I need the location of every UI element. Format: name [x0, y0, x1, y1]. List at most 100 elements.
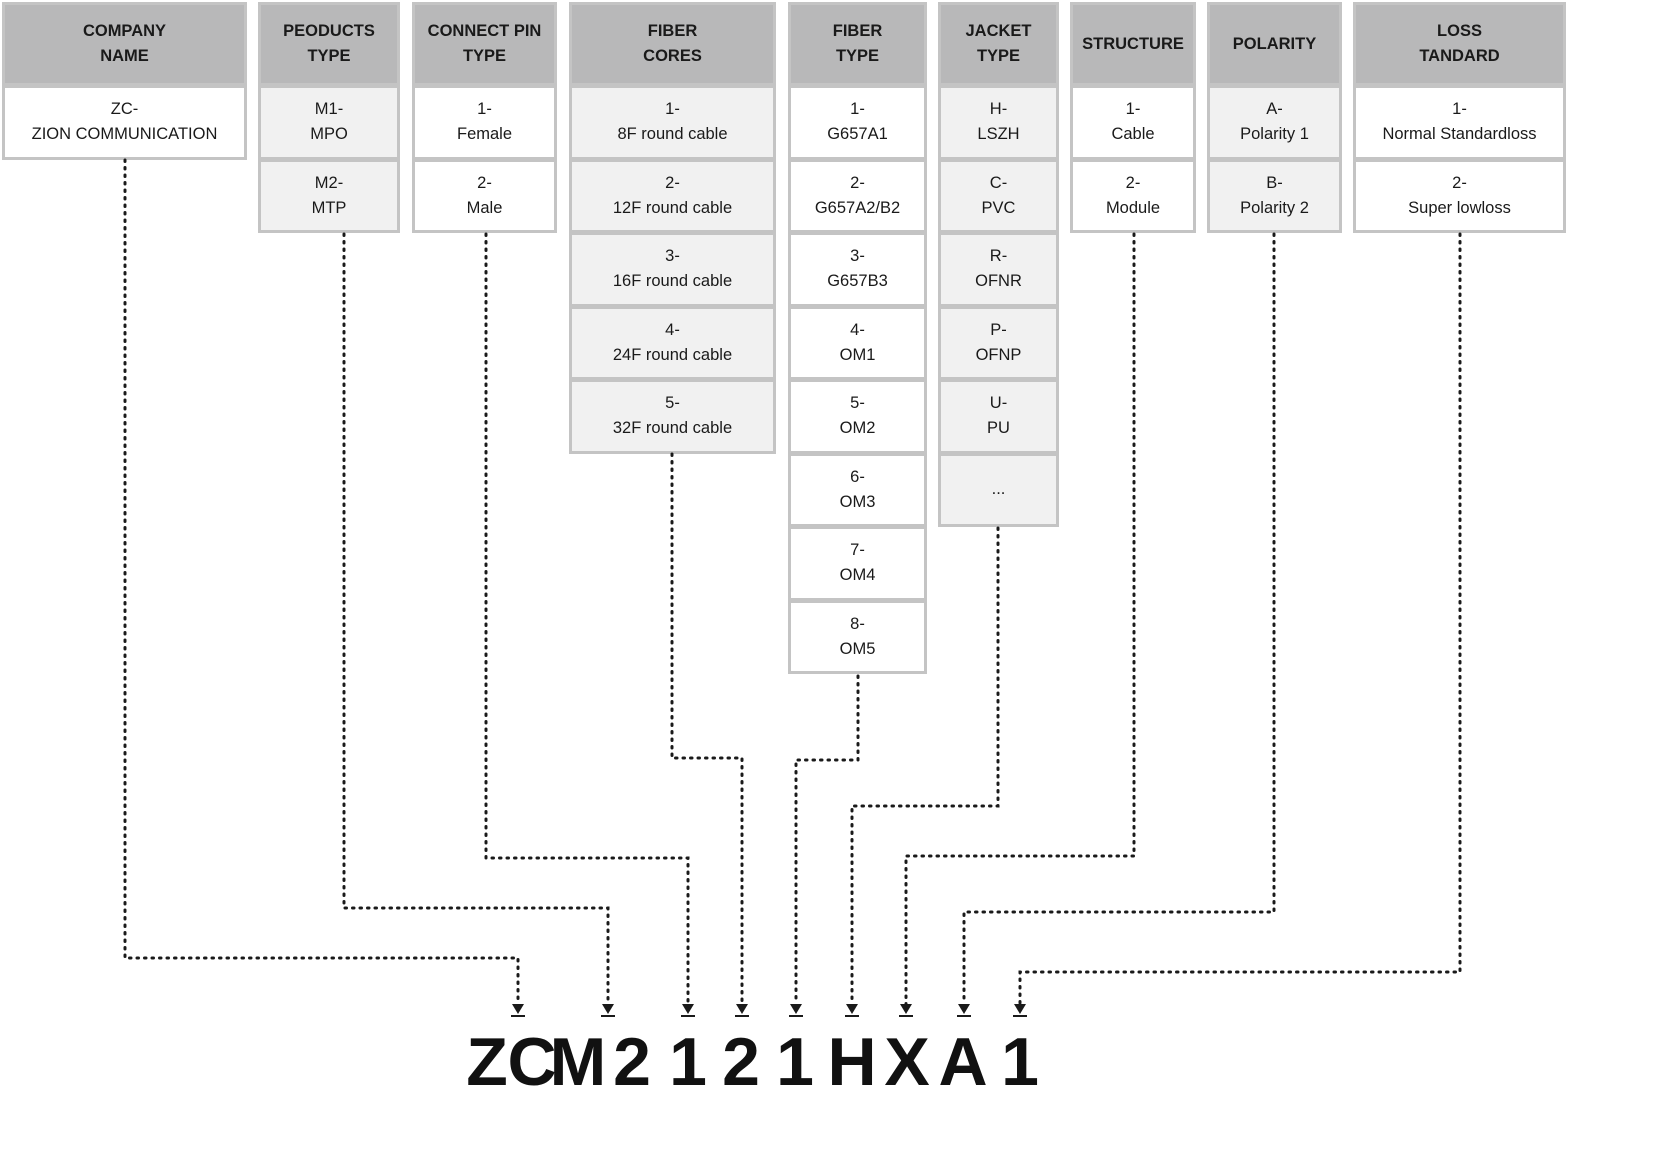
column-header-polarity: POLARITY [1207, 2, 1342, 86]
option-text: 6- [850, 467, 865, 486]
arrow-down-icon [1014, 1004, 1026, 1014]
option-cell-cores: 5-32F round cable [569, 379, 776, 454]
option-text: G657B3 [827, 272, 888, 291]
option-text: 5- [665, 394, 680, 413]
option-cell-fiber: 3-G657B3 [788, 232, 927, 307]
option-cell-jacket: P-OFNP [938, 305, 1059, 380]
option-cell-cores: 2-12F round cable [569, 158, 776, 233]
option-cell-product: M2- MTP [258, 158, 400, 233]
option-cell-polarity: A-Polarity 1 [1207, 85, 1342, 160]
option-text: P- [990, 320, 1007, 339]
code-character: Z [466, 1024, 508, 1100]
option-cell-pin: 1- Female [412, 85, 557, 160]
code-character: 1 [776, 1024, 814, 1100]
connector-pin [484, 232, 690, 1006]
option-cell-fiber: 2-G657A2/B2 [788, 158, 927, 233]
option-text: 1- [1452, 100, 1467, 119]
option-text: U- [989, 394, 1008, 413]
column-header-line: PEODUCTS [283, 22, 375, 40]
option-text: OM1 [839, 345, 876, 364]
option-cell-company: ZC- ZION COMMUNICATION [2, 85, 247, 160]
option-cell-jacket: C-PVC [938, 158, 1059, 233]
column-header-line: TYPE [307, 47, 351, 65]
option-cell-structure: 1- Cable [1070, 85, 1196, 160]
option-text: 1- [477, 100, 492, 119]
option-text: Male [466, 198, 503, 217]
column-header-line: CORES [643, 47, 702, 65]
option-text: OM2 [839, 419, 876, 438]
option-text: Polarity 2 [1240, 198, 1309, 217]
option-cell-structure: 2-Module [1070, 158, 1196, 233]
option-cell-fiber: 7-OM4 [788, 526, 927, 601]
option-text: 5- [850, 394, 865, 413]
option-cell-jacket: ... [938, 452, 1059, 527]
option-cell-fiber: 1-G657A1 [788, 85, 927, 160]
option-text: C- [989, 173, 1008, 192]
option-text: Cable [1111, 125, 1155, 144]
column-header-line: TYPE [462, 47, 507, 65]
connector-company [123, 158, 520, 1006]
option-text: M1- [314, 100, 344, 119]
column-header-structure: STRUCTURE [1070, 2, 1196, 86]
option-text: 1- [665, 100, 680, 119]
code-character: 1 [1001, 1024, 1039, 1100]
option-text: Super lowloss [1408, 198, 1511, 217]
column-header-line: LOSS [1437, 22, 1482, 40]
option-text: 4- [665, 320, 680, 339]
column-header-line: TANDARD [1419, 47, 1500, 65]
column-header-line: TYPE [976, 47, 1021, 65]
option-text: OFNR [975, 272, 1022, 291]
arrow-down-icon [736, 1004, 748, 1014]
option-text: ... [991, 480, 1006, 499]
column-header-line: NAME [100, 47, 149, 65]
option-text: A- [1266, 100, 1283, 119]
option-text: ZION COMMUNICATION [31, 125, 218, 144]
option-text: 8- [850, 614, 865, 633]
code-character: 1 [669, 1024, 707, 1100]
option-text: 1- [1125, 100, 1141, 119]
option-text: 2- [665, 173, 680, 192]
connector-fiber [794, 674, 860, 1006]
option-text: 4- [850, 320, 865, 339]
option-text: OM4 [839, 566, 876, 585]
column-header-jacket: JACKET TYPE [938, 2, 1059, 86]
option-cell-fiber: 6-OM3 [788, 452, 927, 527]
column-header-line: FIBER [832, 22, 883, 40]
option-text: Female [456, 125, 513, 144]
option-cell-cores: 1- 8F round cable [569, 85, 776, 160]
code-character: 2 [722, 1024, 760, 1100]
option-cell-fiber: 4-OM1 [788, 305, 927, 380]
option-cell-jacket: U- PU [938, 379, 1059, 454]
connector-polarity [962, 232, 1276, 1006]
connector-product [342, 232, 610, 1006]
option-text: PU [987, 419, 1010, 438]
option-text: MPO [310, 125, 348, 144]
option-text: ZC- [110, 100, 139, 119]
column-header-line: POLARITY [1232, 34, 1317, 53]
option-cell-pin: 2-Male [412, 158, 557, 233]
option-text: 24F round cable [612, 345, 733, 364]
column-header-loss: LOSS TANDARD [1353, 2, 1566, 86]
arrow-down-icon [602, 1004, 614, 1014]
option-text: MTP [311, 198, 347, 217]
option-text: R- [989, 247, 1008, 266]
option-cell-cores: 4- 24F round cable [569, 305, 776, 380]
option-cell-jacket: H-LSZH [938, 85, 1059, 160]
column-header-line: JACKET [965, 22, 1032, 40]
option-text: B- [1266, 173, 1283, 192]
option-text: M2- [314, 173, 344, 192]
option-cell-loss: 2-Super lowloss [1353, 158, 1566, 233]
option-text: Module [1105, 198, 1161, 217]
column-header-fiber: FIBER TYPE [788, 2, 927, 86]
option-text: H- [989, 100, 1008, 119]
code-character: H [827, 1024, 877, 1100]
code-character: 2 [613, 1024, 651, 1100]
option-text: 1- [850, 100, 865, 119]
column-header-line: TYPE [835, 47, 880, 65]
option-text: 8F round cable [617, 125, 728, 144]
code-character: M [549, 1024, 607, 1100]
